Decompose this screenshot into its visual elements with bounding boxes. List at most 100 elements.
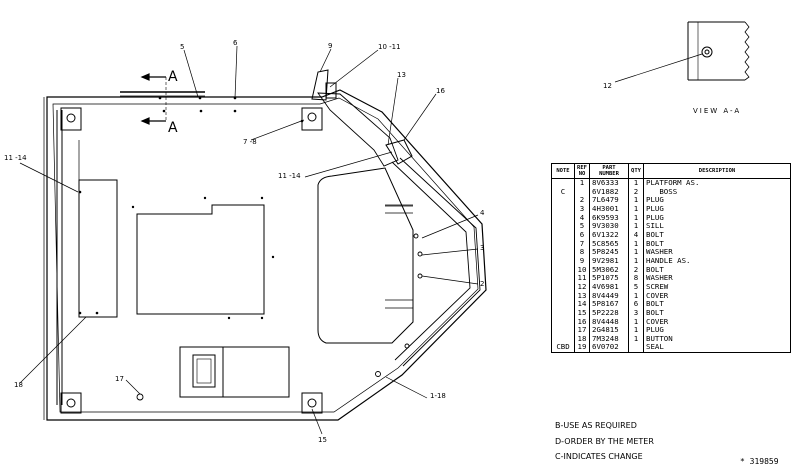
callout-2: 2 [480, 280, 485, 288]
callout-5: 5 [180, 43, 185, 51]
callout-3: 3 [480, 244, 485, 252]
cell-description: BOLT [643, 230, 791, 240]
cell-ref-no: 19 [574, 343, 590, 354]
cell-description: PLUG [643, 196, 791, 205]
cell-note [551, 204, 575, 214]
cell-note [551, 282, 575, 292]
cell-description: PLUG [643, 204, 791, 214]
left-frame-rail [56, 110, 80, 405]
cell-description: BUTTON [643, 334, 791, 344]
cell-description: PLATFORM AS. [643, 178, 791, 188]
view-label: VIEW A-A [693, 107, 742, 115]
section-mark-top: A [168, 69, 178, 85]
parts-list-table: NOTE REF NO PART NUMBER QTY DESCRIPTION … [551, 163, 791, 354]
header-qty: QTY [628, 163, 644, 179]
view-a-a-detail [614, 21, 750, 83]
callout-16: 16 [436, 87, 445, 95]
note-order-by-meter: D-ORDER BY THE METER [555, 437, 654, 446]
cell-description: BOLT [643, 308, 791, 318]
callout-11-14-left: 11 -14 [4, 154, 27, 162]
header-part-number: PART NUMBER [589, 163, 629, 179]
cell-description: WASHER [643, 248, 791, 257]
platform-outline [43, 89, 487, 421]
callout-11-14-right: 11 -14 [278, 172, 301, 180]
cell-ref-no: 1 [574, 178, 590, 188]
header-ref-no: REF NO [574, 163, 590, 179]
cell-note [551, 239, 575, 249]
table-header-row: NOTE REF NO PART NUMBER QTY DESCRIPTION [551, 163, 791, 179]
cell-description: BOSS [643, 187, 791, 197]
cell-note [551, 326, 575, 335]
cell-note [551, 256, 575, 266]
cell-note [551, 230, 575, 240]
cell-note [551, 317, 575, 327]
leader-lines [19, 45, 479, 435]
cell-description: COVER [643, 317, 791, 327]
cell-note [551, 213, 575, 223]
cell-note [551, 308, 575, 318]
right-cutout [317, 167, 414, 344]
cell-qty: 1 [628, 334, 644, 344]
callout-10-11: 10 -11 [378, 43, 401, 51]
cell-note [551, 265, 575, 275]
note-indicates-change: C-INDICATES CHANGE [555, 452, 643, 461]
corner-brackets [60, 107, 323, 414]
cell-part-number: 6V0702 [589, 343, 629, 354]
cell-description: SILL [643, 222, 791, 231]
cell-description: PLUG [643, 213, 791, 223]
section-arrows [140, 73, 167, 125]
bottom-cover [179, 346, 290, 398]
cell-description: SCREW [643, 282, 791, 292]
cell-description: BOLT [643, 239, 791, 249]
header-note: NOTE [551, 163, 575, 179]
cell-description: HANDLE AS. [643, 256, 791, 266]
cell-note [551, 222, 575, 231]
handle-assembly [311, 69, 413, 167]
cell-description: COVER [643, 291, 791, 301]
callout-13: 13 [397, 71, 406, 79]
cell-note [551, 300, 575, 309]
cell-note [551, 274, 575, 283]
cell-description: PLUG [643, 325, 791, 335]
right-side-rails [136, 157, 481, 401]
cell-description: SEAL [643, 343, 791, 354]
callout-6: 6 [233, 39, 238, 47]
callout-1-18: 1-18 [430, 392, 446, 400]
drawing-number: * 319859 [740, 457, 779, 466]
header-description: DESCRIPTION [643, 163, 791, 179]
callout-17: 17 [115, 375, 124, 383]
callout-12: 12 [603, 82, 612, 90]
left-panel [78, 179, 118, 318]
callout-15: 15 [318, 436, 327, 444]
cell-note: C [551, 187, 575, 197]
cell-description: WASHER [643, 274, 791, 283]
cell-qty [628, 343, 644, 354]
center-cutout [136, 204, 265, 315]
cell-description: BOLT [643, 300, 791, 309]
cell-note [551, 248, 575, 257]
callout-18: 18 [14, 381, 23, 389]
cell-note [551, 196, 575, 205]
callout-7-8: 7 -8 [243, 138, 257, 146]
cell-note: CBD [551, 343, 575, 354]
